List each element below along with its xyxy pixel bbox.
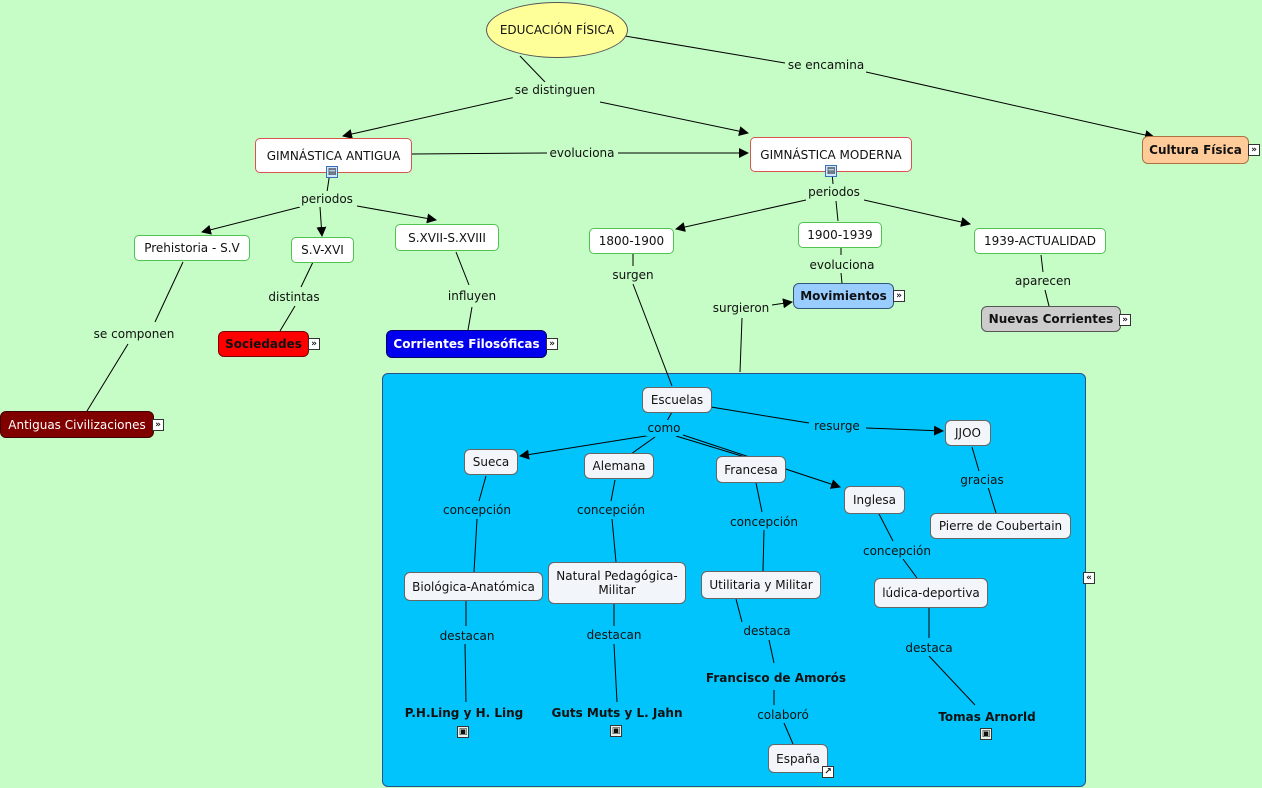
sueca-label: Sueca	[472, 455, 510, 469]
concept-biologica-anatomica[interactable]: Biológica-Anatómica	[404, 572, 543, 601]
link-destaca-francesa: destaca	[741, 623, 793, 639]
movimientos-label: Movimientos	[800, 289, 887, 303]
double-chevron-right-icon[interactable]: »	[152, 419, 164, 431]
inglesa-label: Inglesa	[852, 493, 897, 507]
person-francisco-de-amoros: Francisco de Amorós	[705, 671, 847, 685]
image-icon[interactable]: ▣	[980, 728, 992, 740]
link-surgen: surgen	[610, 267, 656, 283]
double-chevron-left-icon[interactable]: «	[1083, 572, 1095, 584]
link-concepcion-alemana: concepción	[574, 502, 648, 518]
nuevas-corrientes-label: Nuevas Corrientes	[988, 312, 1114, 326]
link-evoluciona-movimientos: evoluciona	[807, 257, 877, 273]
concept-nuevas-corrientes[interactable]: Nuevas Corrientes	[981, 306, 1121, 332]
pierre-label: Pierre de Coubertain	[938, 519, 1063, 533]
link-destacan-alemana: destacan	[584, 627, 644, 643]
concept-1939-actualidad[interactable]: 1939-ACTUALIDAD	[974, 228, 1106, 254]
concept-corrientes-filosoficas[interactable]: Corrientes Filosóficas	[386, 330, 547, 358]
link-resurge: resurge	[812, 418, 862, 434]
link-concepcion-sueca: concepción	[440, 502, 514, 518]
link-destaca-inglesa: destaca	[903, 640, 955, 656]
root-label: EDUCACIÓN FÍSICA	[499, 23, 615, 37]
concept-prehistoria[interactable]: Prehistoria - S.V	[134, 235, 250, 261]
concept-sueca[interactable]: Sueca	[464, 449, 518, 475]
link-influyen: influyen	[445, 288, 499, 304]
double-chevron-right-icon[interactable]: »	[893, 290, 905, 302]
concept-natural-pedagogica-militar[interactable]: Natural Pedagógica-Militar	[548, 562, 686, 604]
concept-francesa[interactable]: Francesa	[716, 456, 786, 483]
concept-sociedades[interactable]: Sociedades	[218, 331, 309, 357]
corrientes-filosoficas-label: Corrientes Filosóficas	[393, 337, 540, 351]
link-surgieron: surgieron	[710, 300, 772, 316]
concept-escuelas[interactable]: Escuelas	[642, 387, 712, 413]
link-como: como	[645, 420, 683, 436]
link-se-distinguen: se distinguen	[512, 82, 598, 98]
link-colaboro: colaboró	[755, 707, 811, 723]
natural-label: Natural Pedagógica-Militar	[556, 569, 678, 597]
concept-pierre-de-coubertain[interactable]: Pierre de Coubertain	[930, 513, 1071, 539]
double-chevron-right-icon[interactable]: »	[308, 338, 320, 350]
concept-utilitaria-y-militar[interactable]: Utilitaria y Militar	[701, 571, 821, 599]
concept-antiguas-civilizaciones[interactable]: Antiguas Civilizaciones	[0, 411, 154, 438]
link-destacan-sueca: destacan	[437, 628, 497, 644]
link-concepcion-inglesa: concepción	[860, 543, 934, 559]
link-periodos-moderna: periodos	[806, 184, 862, 200]
concept-espana[interactable]: España	[768, 744, 828, 773]
double-chevron-right-icon[interactable]: »	[1119, 314, 1131, 326]
gimnastica-antigua-label: GIMNÁSTICA ANTIGUA	[266, 148, 401, 163]
link-se-componen: se componen	[91, 326, 177, 342]
link-se-encamina: se encamina	[785, 57, 867, 73]
alemana-label: Alemana	[592, 459, 646, 473]
link-evoluciona: evoluciona	[547, 145, 617, 161]
y1939-label: 1939-ACTUALIDAD	[983, 234, 1096, 248]
film-icon[interactable]: ▤	[825, 165, 837, 177]
person-ph-ling-h-ling: P.H.Ling y H. Ling	[404, 706, 524, 720]
concept-sv-xvi[interactable]: S.V-XVI	[291, 237, 354, 263]
concept-cultura-fisica[interactable]: Cultura Física	[1142, 136, 1249, 164]
biologica-label: Biológica-Anatómica	[412, 579, 535, 594]
image-icon[interactable]: ▣	[457, 726, 469, 738]
link-concepcion-francesa: concepción	[727, 514, 801, 530]
y1900-label: 1900-1939	[807, 228, 873, 242]
link-distintas: distintas	[266, 289, 322, 305]
francesa-label: Francesa	[724, 462, 778, 477]
concept-alemana[interactable]: Alemana	[584, 453, 654, 479]
cultura-fisica-label: Cultura Física	[1149, 143, 1242, 157]
concept-jjoo[interactable]: JJOO	[945, 420, 991, 446]
espana-label: España	[776, 751, 820, 766]
link-periodos-antigua: periodos	[299, 191, 355, 207]
root-concept-educacion-fisica[interactable]: EDUCACIÓN FÍSICA	[486, 2, 628, 58]
double-chevron-right-icon[interactable]: »	[546, 338, 558, 350]
concept-1900-1939[interactable]: 1900-1939	[798, 222, 882, 248]
sociedades-label: Sociedades	[225, 337, 302, 351]
film-icon[interactable]: ▤	[326, 166, 338, 178]
jjoo-label: JJOO	[955, 426, 981, 440]
person-tomas-arnold: Tomas Arnorld	[938, 710, 1036, 724]
double-chevron-right-icon[interactable]: »	[1248, 144, 1260, 156]
utilitaria-label: Utilitaria y Militar	[709, 578, 813, 592]
concept-ludica-deportiva[interactable]: lúdica-deportiva	[874, 578, 988, 608]
link-gracias: gracias	[958, 472, 1006, 488]
gimnastica-moderna-label: GIMNÁSTICA MODERNA	[760, 147, 902, 162]
ludica-label: lúdica-deportiva	[882, 586, 980, 600]
link-aparecen: aparecen	[1013, 273, 1073, 289]
antiguas-civilizaciones-label: Antiguas Civilizaciones	[8, 417, 146, 432]
y1800-label: 1800-1900	[598, 234, 665, 248]
image-icon[interactable]: ▣	[610, 725, 622, 737]
concept-1800-1900[interactable]: 1800-1900	[589, 228, 674, 254]
concept-movimientos[interactable]: Movimientos	[793, 283, 894, 309]
prehistoria-label: Prehistoria - S.V	[144, 241, 240, 255]
person-guts-muts-l-jahn: Guts Muts y L. Jahn	[551, 706, 683, 720]
external-link-icon[interactable]: ↗	[822, 766, 834, 778]
sv-xvi-label: S.V-XVI	[301, 243, 344, 257]
sxvii-label: S.XVII-S.XVIII	[408, 230, 486, 245]
concept-inglesa[interactable]: Inglesa	[844, 486, 905, 514]
escuelas-label: Escuelas	[650, 393, 704, 407]
concept-sxvii-sxviii[interactable]: S.XVII-S.XVIII	[395, 224, 499, 251]
